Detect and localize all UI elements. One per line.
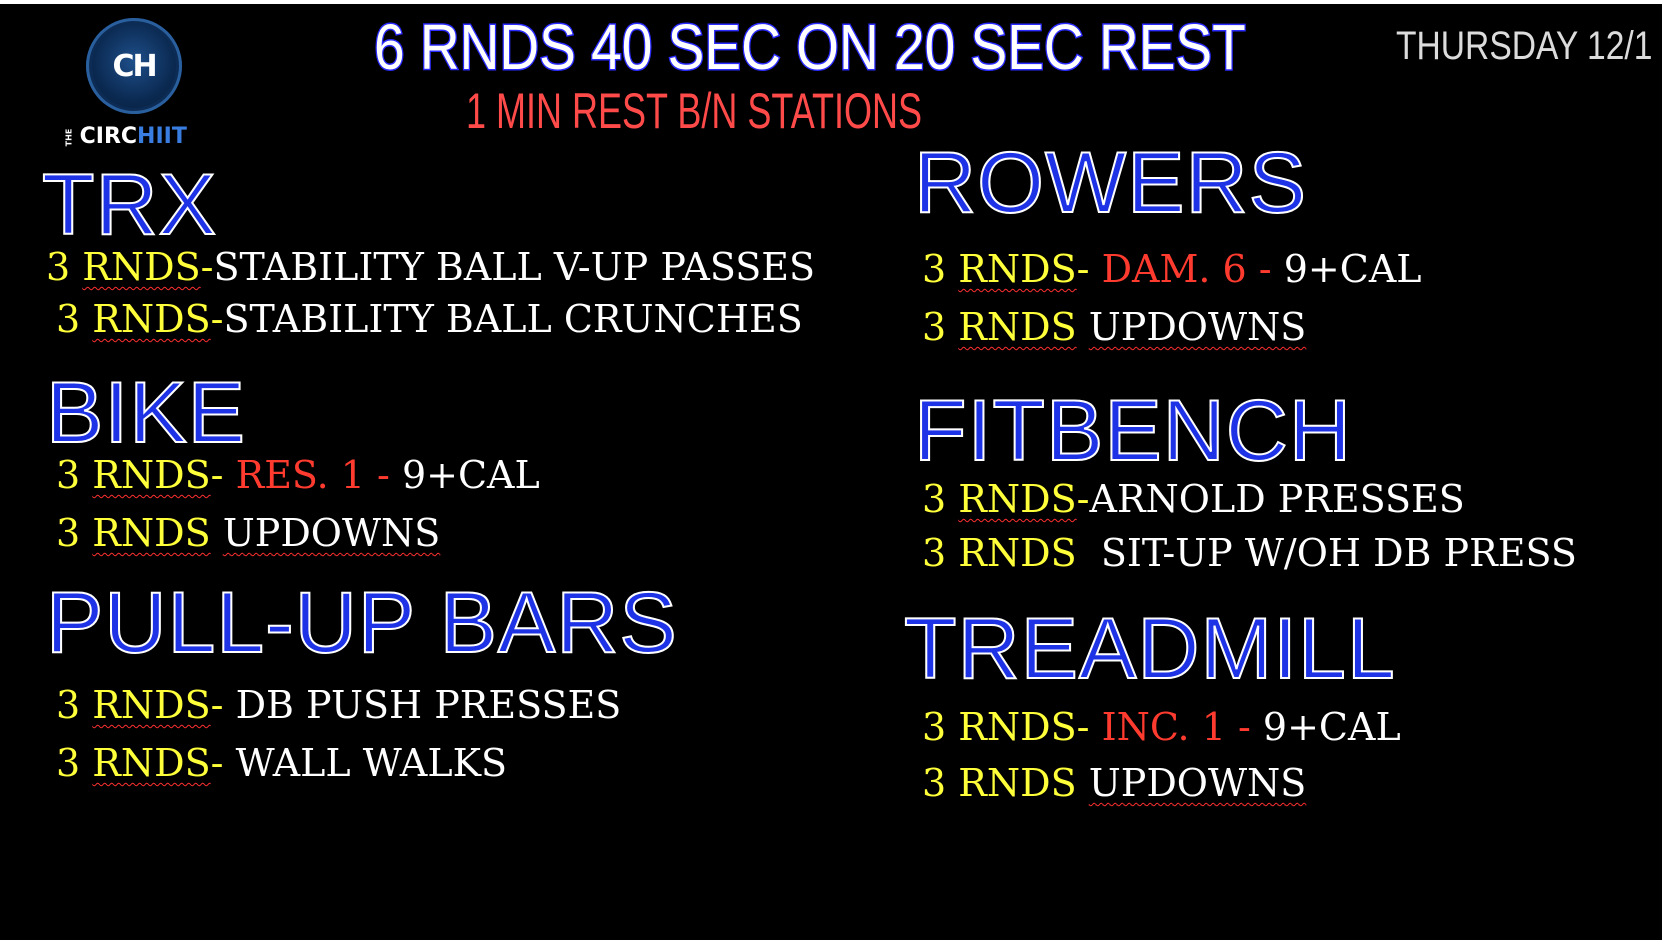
trx-line-2: 3 RNDS-STABILITY BALL CRUNCHES (56, 300, 803, 338)
rounds-count: 3 (922, 531, 947, 575)
pullup-line-1: 3 RNDS- DB PUSH PRESSES (56, 686, 621, 724)
pullup-line-2: 3 RNDS- WALL WALKS (56, 744, 507, 782)
rounds-count: 3 (56, 741, 81, 785)
separator (1077, 534, 1101, 572)
rounds-count: 3 (46, 245, 71, 289)
separator: - (1076, 705, 1102, 749)
rounds-word: RNDS (92, 741, 211, 785)
rounds-count: 3 (56, 683, 81, 727)
rounds-word: RNDS (92, 453, 211, 497)
bike-line-2: 3 RNDS UPDOWNS (56, 514, 440, 552)
separator: - (200, 245, 214, 289)
separator: - (210, 297, 224, 341)
separator: - (1076, 247, 1102, 291)
machine-setting: RES. 1 - (235, 453, 402, 497)
exercise-name: SIT-UP W/OH DB PRESS (1100, 531, 1577, 575)
date-label: THURSDAY 12/1 (1396, 24, 1653, 68)
exercise-name: 9+CAL (1262, 705, 1401, 749)
exercise-name: 9+CAL (1283, 247, 1422, 291)
exercise-name: STABILITY BALL V-UP PASSES (213, 245, 816, 289)
rounds-count: 3 (922, 247, 947, 291)
rounds-count: 3 (56, 297, 81, 341)
treadmill-line-2: 3 RNDS UPDOWNS (922, 764, 1306, 802)
rounds-count: 3 (922, 477, 947, 521)
station-title-bike: BIKE (45, 365, 246, 461)
station-title-fitbench: FITBENCH (913, 383, 1352, 479)
exercise-name: ARNOLD PRESSES (1089, 477, 1465, 521)
exercise-name: STABILITY BALL CRUNCHES (223, 297, 803, 341)
rowers-line-2: 3 RNDS UPDOWNS (922, 308, 1306, 346)
exercise-name: 9+CAL (401, 453, 540, 497)
treadmill-line-1: 3 RNDS- INC. 1 - 9+CAL (922, 708, 1401, 746)
station-title-trx: TRX (41, 157, 217, 253)
separator: - (210, 741, 236, 785)
rounds-word: RNDS (958, 761, 1077, 805)
trx-line-1: 3 RNDS-STABILITY BALL V-UP PASSES (46, 248, 815, 286)
exercise-name: UPDOWNS (1088, 761, 1307, 805)
exercise-name: DB PUSH PRESSES (235, 683, 622, 727)
rounds-count: 3 (922, 705, 947, 749)
rounds-word: RNDS (958, 705, 1077, 749)
workout-slide: CH THE CIRCHIIT 6 RNDS 40 SEC ON 20 SEC R… (0, 4, 1662, 940)
rest-subtitle: 1 MIN REST B/N STATIONS (466, 83, 923, 139)
rounds-count: 3 (922, 761, 947, 805)
rounds-word: RNDS (92, 297, 211, 341)
separator: - (1076, 477, 1090, 521)
circhiit-logo-wordmark: THE CIRCHIIT (60, 124, 187, 149)
logo-hiit-text: HIIT (137, 124, 187, 149)
separator (1077, 308, 1089, 346)
logo-circ-text: CIRC (79, 124, 138, 149)
logo-monogram: CH (112, 48, 157, 84)
rounds-count: 3 (922, 305, 947, 349)
station-title-treadmill: TREADMILL (903, 601, 1396, 697)
separator (1077, 764, 1089, 802)
rounds-word: RNDS (82, 245, 201, 289)
bike-line-1: 3 RNDS- RES. 1 - 9+CAL (56, 456, 540, 494)
exercise-name: UPDOWNS (222, 511, 441, 555)
exercise-name: WALL WALKS (235, 741, 507, 785)
fitbench-line-1: 3 RNDS-ARNOLD PRESSES (922, 480, 1465, 518)
rounds-count: 3 (56, 453, 81, 497)
machine-setting: DAM. 6 - (1101, 247, 1284, 291)
rounds-word: RNDS (958, 531, 1077, 575)
station-title-rowers: ROWERS (913, 135, 1307, 231)
logo-the-text: THE (64, 128, 74, 146)
separator (211, 514, 223, 552)
fitbench-line-2: 3 RNDS SIT-UP W/OH DB PRESS (922, 534, 1577, 572)
rounds-word: RNDS (92, 511, 211, 555)
separator: - (210, 453, 236, 497)
station-title-pullup-bars: PULL-UP BARS (45, 575, 678, 671)
rowers-line-1: 3 RNDS- DAM. 6 - 9+CAL (922, 250, 1422, 288)
rounds-word: RNDS (958, 477, 1077, 521)
separator: - (210, 683, 236, 727)
rounds-count: 3 (56, 511, 81, 555)
rounds-word: RNDS (958, 305, 1077, 349)
workout-title: 6 RNDS 40 SEC ON 20 SEC REST (373, 10, 1247, 85)
exercise-name: UPDOWNS (1088, 305, 1307, 349)
rounds-word: RNDS (92, 683, 211, 727)
machine-setting: INC. 1 - (1101, 705, 1263, 749)
rounds-word: RNDS (958, 247, 1077, 291)
circhiit-logo-badge: CH (86, 18, 182, 114)
